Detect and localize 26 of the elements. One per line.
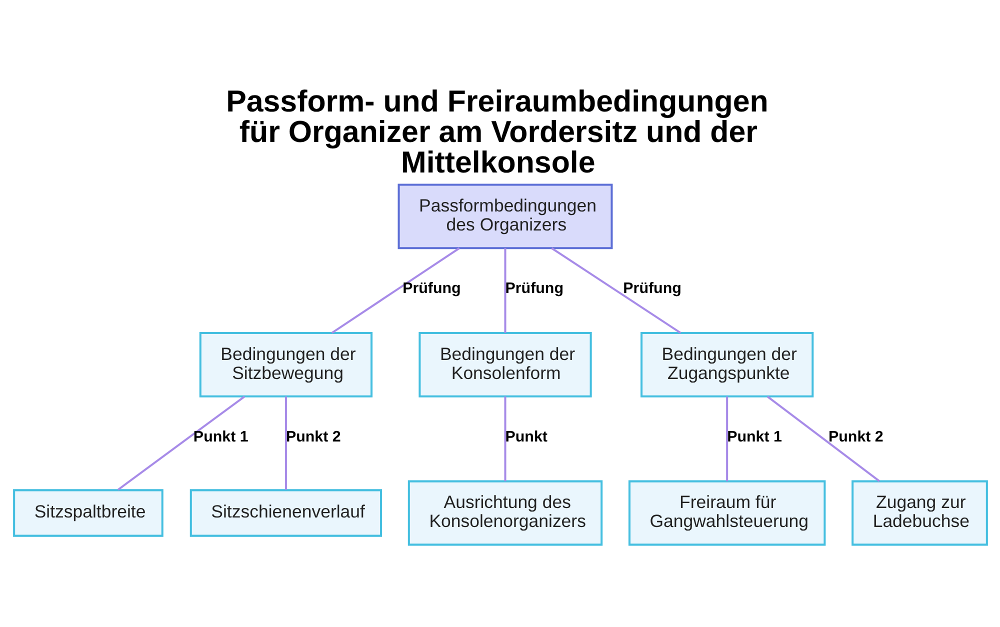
edge-label: Prüfung [504, 280, 564, 297]
connector [504, 396, 506, 481]
edge-label: Punkt 1 [192, 428, 248, 446]
connector [766, 395, 880, 482]
node-box: Bedingungen der Sitzbewegung [198, 332, 372, 397]
edge-label: Punkt 2 [828, 428, 883, 446]
connector [116, 395, 245, 490]
connector [330, 246, 460, 334]
diagram-title: Passform- und Freiraumbedingungen für Organizer am Vordersitz und der Mittelkonsole [226, 84, 768, 179]
edge-label: Punkt 2 [285, 428, 340, 446]
node-box: Passformbedingungen des Organizers [397, 183, 612, 249]
node-box: Bedingungen der Konsolenform [418, 332, 592, 397]
edge-label: Punkt [504, 428, 547, 446]
node-box: Bedingungen der Zugangspunkte [640, 332, 814, 397]
connector [726, 396, 728, 481]
connector [550, 246, 681, 334]
node-box: Sitzspaltbreite [12, 488, 163, 536]
node-box: Freiraum für Gangwahlsteuerung [628, 480, 826, 546]
node-box: Ausrichtung des Konsolenorganizers [407, 480, 602, 546]
edge-label: Prüfung [402, 280, 460, 297]
node-box: Zugang zur Ladebuchse [851, 480, 988, 546]
connector [504, 248, 506, 332]
connector [284, 396, 286, 490]
node-box: Sitzschienenverlauf [189, 488, 382, 536]
edge-label: Punkt 1 [726, 428, 782, 446]
edge-label: Prüfung [622, 280, 681, 297]
